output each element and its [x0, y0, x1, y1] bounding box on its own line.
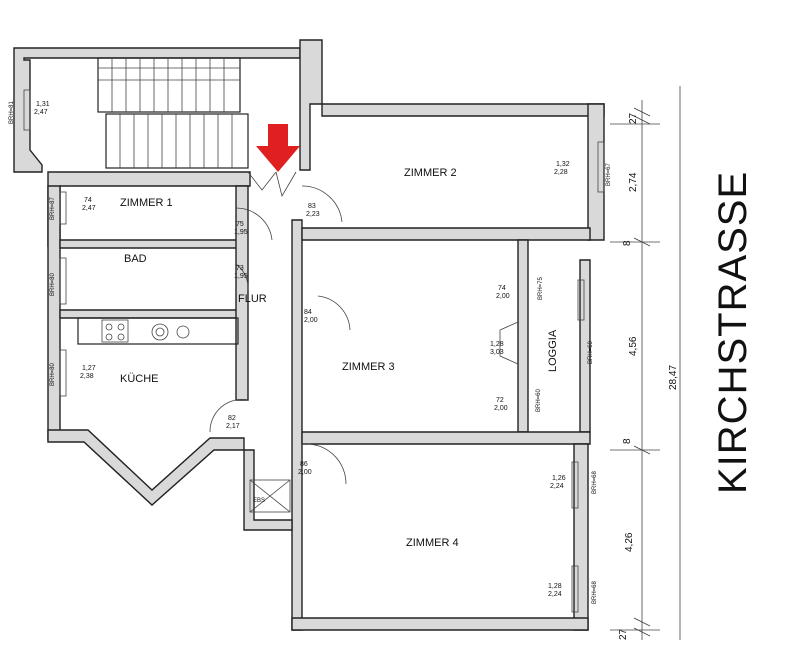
wall-zimmer2-zimmer3	[301, 227, 591, 241]
svg-text:1,28: 1,28	[490, 341, 504, 348]
label-bad: BAD	[124, 253, 147, 265]
svg-text:2,24: 2,24	[548, 591, 562, 598]
svg-text:2,28: 2,28	[554, 169, 568, 176]
label-ebs: EBS	[253, 498, 265, 504]
wall-kitchen-bay	[47, 429, 245, 506]
dim-segment-6: 4,26	[624, 532, 635, 552]
svg-text:2,38: 2,38	[80, 373, 94, 380]
dim-segment-1: 27	[628, 112, 639, 124]
svg-text:3,03: 3,03	[490, 349, 504, 356]
svg-text:73: 73	[236, 265, 244, 272]
label-kueche: KÜCHE	[120, 373, 159, 385]
dim-segment-3: 8	[622, 240, 633, 246]
door-zimmer3	[317, 295, 351, 331]
door-loggia	[499, 321, 519, 365]
svg-text:1,26: 1,26	[552, 475, 566, 482]
wall-flur-right	[291, 219, 303, 631]
door-zimmer2	[301, 185, 343, 223]
ebs-box	[249, 479, 291, 513]
svg-text:74: 74	[84, 197, 92, 204]
stair-flight-upper	[97, 57, 241, 113]
sink-icon	[151, 323, 169, 341]
wall-stair-right	[299, 39, 323, 171]
wall-zimmer3-zimmer4	[301, 431, 591, 445]
svg-text:72: 72	[496, 397, 504, 404]
parapet-heights: BRH=81 BRH=87 BRH=67 BRH=80 BRH=80 BRH=7…	[9, 100, 612, 604]
svg-text:BRH=80: BRH=80	[50, 272, 56, 296]
street-name: KIRCHSTRASSE	[711, 171, 755, 494]
svg-text:1,31: 1,31	[36, 101, 50, 108]
dimension-chain: 27 2,74 8 4,56 8 4,26 27 28,47	[610, 86, 681, 640]
wall-right-lower	[573, 443, 589, 631]
dim-segment-5: 8	[622, 438, 633, 444]
svg-text:BRH=81: BRH=81	[9, 100, 15, 124]
walls	[13, 39, 605, 631]
wall-bottom-flur	[243, 449, 293, 531]
label-zimmer4: ZIMMER 4	[406, 537, 459, 549]
stair-treads	[98, 58, 240, 168]
svg-text:2,17: 2,17	[226, 423, 240, 430]
svg-text:1,27: 1,27	[82, 365, 96, 372]
windows	[23, 89, 605, 613]
svg-text:BRH=68: BRH=68	[592, 470, 598, 494]
entrance-arrow-icon	[256, 124, 300, 172]
door-swings	[209, 185, 519, 485]
wall-right-upper	[587, 103, 605, 241]
door-bad	[235, 263, 249, 291]
opening-sizes: 1,31 2,47 74 2,47 75 1,95 83 2,23 1,32 2…	[34, 101, 570, 598]
wall-top-zimmer1	[47, 171, 251, 247]
svg-text:74: 74	[498, 285, 506, 292]
svg-text:2,47: 2,47	[34, 109, 48, 116]
door-zimmer1	[235, 207, 273, 241]
entrance-door	[247, 171, 297, 198]
svg-text:BRH=67: BRH=67	[606, 162, 612, 186]
label-flur: FLUR	[238, 293, 267, 305]
wall-left-outer	[47, 185, 61, 441]
dim-segment-2: 2,74	[628, 172, 639, 192]
stove-icon	[101, 319, 129, 343]
label-loggia: LOGGIA	[547, 329, 559, 372]
svg-text:2,00: 2,00	[496, 293, 510, 300]
svg-text:2,00: 2,00	[494, 405, 508, 412]
label-zimmer2: ZIMMER 2	[404, 167, 457, 179]
label-zimmer3: ZIMMER 3	[342, 361, 395, 373]
dim-segment-7: 27	[618, 628, 629, 640]
wall-bad-kitchen	[59, 309, 241, 319]
svg-text:2,00: 2,00	[298, 469, 312, 476]
svg-text:86: 86	[300, 461, 308, 468]
svg-text:1,95: 1,95	[234, 273, 248, 280]
kitchen-counter	[77, 317, 239, 345]
svg-text:1,32: 1,32	[556, 161, 570, 168]
dimension-ticks	[610, 107, 660, 637]
svg-text:1,28: 1,28	[548, 583, 562, 590]
wall-top-zimmer2	[321, 103, 605, 117]
label-zimmer1: ZIMMER 1	[120, 197, 173, 209]
wall-stairwell	[13, 47, 301, 173]
svg-text:84: 84	[304, 309, 312, 316]
dim-segment-4: 4,56	[628, 336, 639, 356]
door-kitchen	[209, 399, 249, 433]
svg-text:2,47: 2,47	[82, 205, 96, 212]
svg-text:BRH=68: BRH=68	[592, 580, 598, 604]
svg-text:1,95: 1,95	[234, 229, 248, 236]
door-zimmer4	[301, 443, 347, 485]
stair-flight-lower	[105, 113, 249, 169]
wall-zimmer3-loggia	[517, 239, 529, 433]
svg-text:82: 82	[228, 415, 236, 422]
svg-text:BRH=87: BRH=87	[50, 196, 56, 220]
svg-text:BRH=75: BRH=75	[538, 276, 544, 300]
wall-bottom-zimmer4	[291, 617, 589, 631]
svg-text:83: 83	[308, 203, 316, 210]
svg-text:BRH=60: BRH=60	[536, 388, 542, 412]
svg-text:BRH=80: BRH=80	[50, 362, 56, 386]
svg-text:2,23: 2,23	[306, 211, 320, 218]
svg-text:BRH=60: BRH=60	[588, 340, 594, 364]
dim-total: 28,47	[668, 365, 679, 390]
wall-zimmer1-bad	[59, 239, 241, 249]
staircase	[97, 57, 249, 169]
svg-text:2,24: 2,24	[550, 483, 564, 490]
svg-text:75: 75	[236, 221, 244, 228]
svg-text:2,00: 2,00	[304, 317, 318, 324]
